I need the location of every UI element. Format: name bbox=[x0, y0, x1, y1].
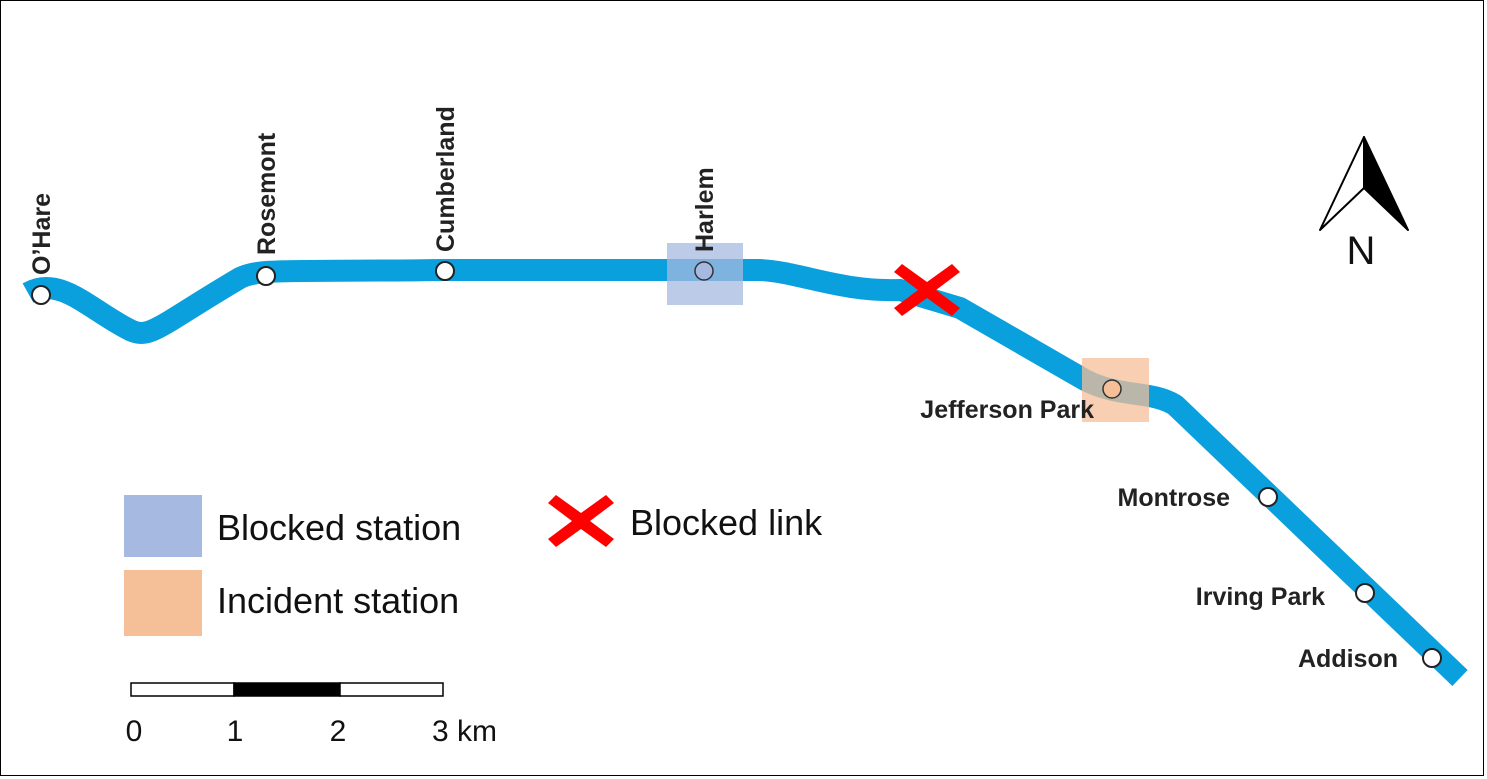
station-marker-ohare[interactable] bbox=[31, 285, 51, 305]
station-marker-harlem[interactable] bbox=[694, 261, 714, 281]
station-label-irving-park: Irving Park bbox=[1196, 583, 1325, 611]
north-label: N bbox=[1347, 229, 1376, 273]
station-label-montrose: Montrose bbox=[1118, 484, 1231, 512]
legend-label-blocked-link: Blocked link bbox=[630, 502, 823, 543]
scale-tick-2: 2 bbox=[330, 715, 347, 748]
station-label-addison: Addison bbox=[1298, 645, 1398, 673]
station-label-cumberland: Cumberland bbox=[432, 106, 460, 252]
station-label-jefferson-park: Jefferson Park bbox=[920, 396, 1094, 424]
north-arrow-icon bbox=[1319, 136, 1409, 231]
station-label-harlem: Harlem bbox=[691, 167, 719, 252]
station-marker-cumberland[interactable] bbox=[435, 261, 455, 281]
station-marker-jefferson-park[interactable] bbox=[1102, 379, 1122, 399]
station-label-ohare: O’Hare bbox=[28, 193, 56, 275]
station-marker-addison[interactable] bbox=[1422, 648, 1442, 668]
station-marker-rosemont[interactable] bbox=[256, 266, 276, 286]
blocked-link-marker bbox=[894, 264, 960, 316]
legend-label-incident-station: Incident station bbox=[217, 580, 459, 621]
legend-swatch-blocked-link bbox=[548, 495, 614, 547]
scale-tick-3: 3 km bbox=[432, 715, 497, 748]
legend-label-blocked-station: Blocked station bbox=[217, 507, 461, 548]
station-marker-montrose[interactable] bbox=[1258, 487, 1278, 507]
scale-tick-1: 1 bbox=[227, 715, 244, 748]
scale-bar: 0 1 2 3 km bbox=[126, 682, 497, 748]
scale-tick-0: 0 bbox=[126, 715, 143, 748]
station-marker-irving-park[interactable] bbox=[1355, 583, 1375, 603]
station-label-rosemont: Rosemont bbox=[253, 132, 281, 255]
station-markers bbox=[31, 261, 1442, 668]
legend-swatch-incident-station bbox=[124, 570, 202, 636]
legend-swatch-blocked-station bbox=[124, 495, 202, 557]
legend: Blocked station Incident station Blocked… bbox=[124, 495, 823, 636]
